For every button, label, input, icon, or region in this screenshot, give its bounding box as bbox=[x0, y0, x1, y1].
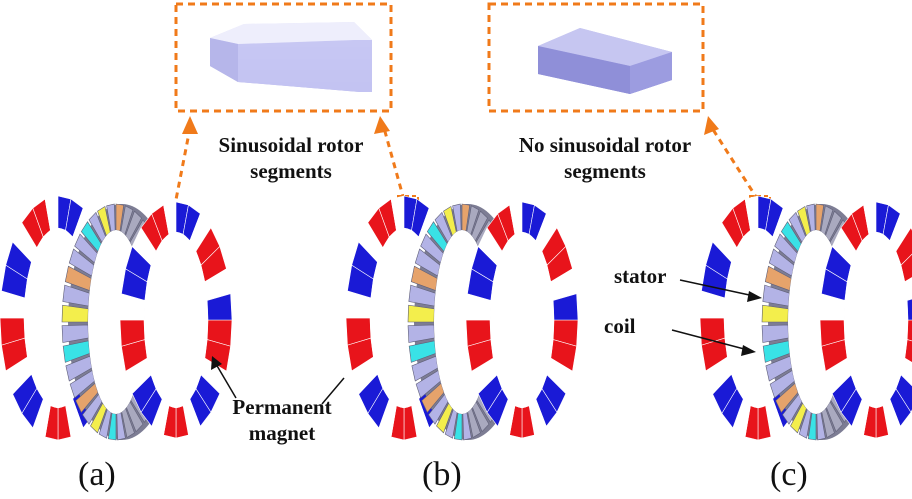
coil-tooth bbox=[825, 210, 842, 242]
coil-label: coil bbox=[604, 314, 636, 338]
no-sinusoidal-label-line2: segments bbox=[564, 159, 646, 183]
coil-tooth bbox=[788, 211, 806, 243]
ring-bore bbox=[144, 232, 208, 408]
callout-arrow-c bbox=[710, 127, 760, 201]
coil-tooth bbox=[61, 304, 89, 323]
arrowhead-a bbox=[182, 116, 198, 134]
coil-tooth bbox=[775, 382, 799, 413]
coil-tooth bbox=[764, 265, 792, 291]
sinusoidal-label-line1: Sinusoidal rotor bbox=[218, 133, 364, 157]
ring-bore bbox=[844, 232, 908, 408]
machine-assembly-c bbox=[699, 195, 912, 441]
stator-label: stator bbox=[614, 264, 667, 288]
sinusoidal-label: Sinusoidal rotor segments bbox=[196, 132, 386, 184]
arrowhead-c bbox=[704, 116, 719, 135]
machine-assembly-b bbox=[345, 195, 579, 441]
coil-tooth bbox=[826, 401, 844, 433]
coil-tooth bbox=[762, 284, 790, 307]
magnet-ring-right bbox=[819, 201, 912, 439]
callout-box-sinusoidal bbox=[174, 2, 393, 113]
permanent-magnet-label: Permanent magnet bbox=[218, 394, 346, 446]
no-sinusoidal-label: No sinusoidal rotor segments bbox=[494, 132, 716, 184]
rectangular-segment-shape bbox=[538, 28, 672, 94]
coil-tooth bbox=[444, 408, 458, 439]
panel-label-c: (c) bbox=[770, 456, 808, 493]
ring-bore bbox=[490, 232, 554, 408]
machine-assembly-a bbox=[0, 195, 233, 441]
coil-tooth bbox=[761, 324, 789, 343]
stator-pointer bbox=[679, 279, 762, 302]
coil-tooth bbox=[407, 304, 435, 323]
coil-tooth bbox=[765, 355, 793, 382]
coil-tooth bbox=[64, 265, 92, 291]
permanent-magnet-label-line2: magnet bbox=[248, 421, 316, 445]
coil-pointer bbox=[671, 329, 756, 356]
panel-label-b: (b) bbox=[422, 456, 462, 493]
magnet-ring-right bbox=[119, 201, 233, 439]
sinusoidal-segment-shape bbox=[210, 22, 372, 92]
permanent-magnet-pointer-b bbox=[321, 377, 345, 405]
coil-tooth bbox=[806, 203, 816, 232]
permanent-magnet-label-line1: Permanent bbox=[232, 395, 332, 419]
coil-tooth bbox=[106, 203, 116, 232]
callout-arrow-b bbox=[382, 127, 406, 201]
coil-tooth bbox=[90, 402, 107, 434]
coil-tooth bbox=[466, 205, 480, 236]
coil-tooth bbox=[408, 340, 437, 363]
magnet-ring-right bbox=[465, 201, 579, 439]
permanent-magnet-pointer bbox=[211, 356, 237, 399]
coil-tooth bbox=[62, 284, 90, 307]
callout-box-no-sinusoidal bbox=[487, 2, 705, 113]
coil-tooth bbox=[453, 412, 463, 441]
sinusoidal-label-line2: segments bbox=[250, 159, 332, 183]
no-sinusoidal-label-line1: No sinusoidal rotor bbox=[518, 133, 692, 157]
coil-tooth bbox=[414, 248, 441, 277]
arrowhead-b bbox=[374, 116, 390, 134]
coil-tooth bbox=[461, 203, 471, 232]
coil-tooth bbox=[761, 304, 789, 323]
coil-tooth bbox=[75, 382, 99, 413]
coil-tooth bbox=[88, 211, 106, 243]
coil-tooth bbox=[790, 402, 807, 434]
panel-label-a: (a) bbox=[78, 456, 116, 493]
